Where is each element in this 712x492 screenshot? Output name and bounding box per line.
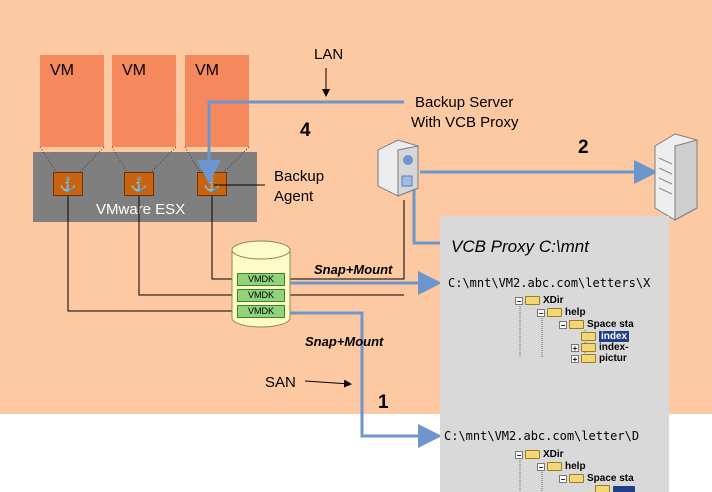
vcb-proxy-title: VCB Proxy C:\mnt [451,237,589,256]
folder-icon [581,354,596,363]
tree-2-root[interactable]: −XDir [515,449,564,460]
vm-agent-dotted-lines [39,146,250,173]
tree-1-item-2[interactable]: +index- [571,342,629,353]
san-label: SAN [265,374,296,391]
collapse-icon[interactable]: − [537,462,545,472]
tree-1-item-3[interactable]: +pictur [571,353,627,364]
flow-proxy-link [412,190,440,245]
tree-1-child[interactable]: −help [537,307,586,318]
backup-server-label-2: With VCB Proxy [411,114,519,131]
folder-icon [581,332,596,341]
lan-label: LAN [314,46,344,63]
expand-icon[interactable]: + [571,354,579,364]
mount-path-2: C:\mnt\VM2.abc.com\letter\D [444,429,640,443]
esx-label: VMware ESX [96,201,186,218]
vmdk-2: VMDK [237,289,285,302]
collapse-icon[interactable]: − [537,308,545,318]
snap-mount-lower-label: Snap+Mount [305,334,384,349]
agent-icon-2: ⚓ [124,172,154,196]
folder-icon [547,308,562,317]
tree-2-sub[interactable]: −Space sta [559,473,634,484]
tree-2: −XDir −help −Space sta [515,449,659,492]
collapse-icon[interactable]: − [515,296,523,306]
flow-arrow-4 [197,100,404,184]
folder-icon [547,462,562,471]
vmdk-1: VMDK [237,273,285,286]
folder-icon [525,296,540,305]
vm-box-1 [40,55,104,147]
folder-icon [581,343,596,352]
folder-icon [525,450,540,459]
step-4-label: 4 [300,120,311,141]
tree-2-item-1 [595,485,635,492]
folder-icon [569,474,584,483]
vcb-proxy-panel [440,216,669,492]
backup-agent-label-1: Backup [274,168,325,185]
tree-1-root[interactable]: −XDir [515,295,564,306]
vmdk-3: VMDK [237,305,285,318]
step-1-label: 1 [378,392,389,413]
san-data-lines [67,196,405,312]
mount-path-1: C:\mnt\VM2.abc.com\letters\X [448,276,651,290]
snap-mount-upper-label: Snap+Mount [314,262,393,277]
agent-icon-1: ⚓ [53,172,83,196]
collapse-icon[interactable]: − [559,320,567,330]
folder-icon [595,485,610,492]
tree-1-sub[interactable]: −Space sta [559,319,634,330]
tree-1-item-1[interactable]: index [581,331,630,342]
tree-2-lines [519,460,543,492]
collapse-icon[interactable]: − [559,474,567,484]
storage-server-icon [654,133,698,221]
backup-server-icon [377,139,419,197]
expand-icon[interactable]: + [571,343,579,353]
vm-box-2 [112,55,176,147]
backup-server-label-1: Backup Server [415,94,514,111]
tree-1: −XDir −help −Space sta index +index- +pi… [515,295,659,365]
vm-label-2: VM [122,62,146,79]
collapse-icon[interactable]: − [515,450,523,460]
vm-label-3: VM [195,62,219,79]
vm-label-1: VM [50,62,74,79]
backup-agent-label-2: Agent [274,188,314,205]
step-2-label: 2 [578,137,589,158]
flow-arrow-1 [286,311,442,448]
tree-2-child[interactable]: −help [537,461,586,472]
folder-icon [569,320,584,329]
san-arrow [304,379,352,388]
